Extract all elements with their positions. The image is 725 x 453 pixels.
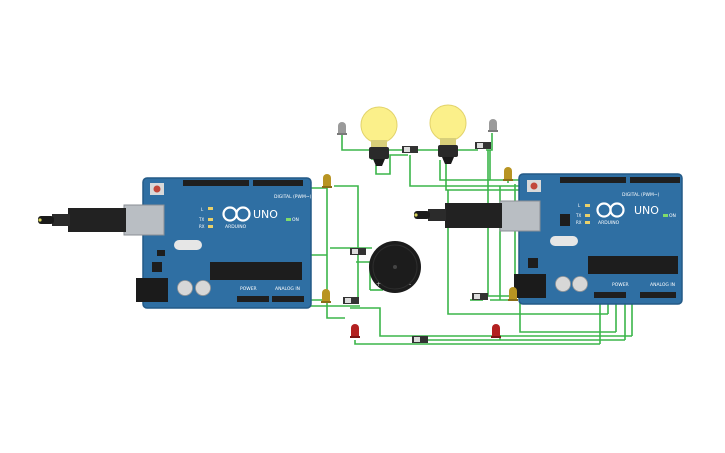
usb-socket[interactable]	[499, 200, 541, 232]
digital-label: DIGITAL (PWM~)	[274, 194, 312, 200]
board-name: UNO	[253, 208, 278, 221]
power-label: POWER	[612, 282, 629, 288]
slide-switch-icon[interactable]	[412, 336, 428, 343]
crystal	[174, 240, 202, 250]
power-jack[interactable]	[136, 278, 168, 302]
wire[interactable]	[409, 155, 540, 187]
power-header[interactable]	[594, 292, 626, 298]
analog-header[interactable]	[272, 296, 304, 302]
brand-label: ARDUINO	[598, 220, 620, 226]
crystal	[550, 236, 578, 246]
power-jack[interactable]	[514, 274, 546, 298]
led-icon[interactable]	[491, 324, 501, 338]
wire[interactable]	[447, 190, 608, 315]
led-icon[interactable]	[321, 289, 331, 303]
slide-switch-icon[interactable]	[475, 142, 491, 149]
digital-header[interactable]	[253, 180, 303, 186]
wire[interactable]	[354, 340, 600, 345]
analog-header[interactable]	[640, 292, 676, 298]
light-bulb-icon[interactable]	[429, 104, 467, 164]
ic-chip	[152, 262, 162, 272]
usb-plug-icon[interactable]	[38, 208, 126, 232]
l-label: L	[578, 203, 581, 208]
wire[interactable]	[519, 296, 616, 333]
capacitor	[555, 276, 571, 292]
wire[interactable]	[341, 133, 372, 151]
led-icon[interactable]	[488, 119, 498, 132]
slide-switch-icon[interactable]	[343, 297, 359, 304]
wire[interactable]	[350, 307, 632, 337]
digital-header[interactable]	[183, 180, 249, 186]
wire[interactable]	[326, 300, 345, 319]
slide-switch-icon[interactable]	[350, 248, 366, 255]
capacitor	[195, 280, 211, 296]
rx-label: RX	[199, 224, 205, 229]
usb-plug-icon[interactable]	[414, 203, 502, 228]
usb-socket[interactable]	[123, 204, 165, 236]
ic-chip	[528, 258, 538, 268]
atmega-chip	[210, 262, 302, 280]
buzzer-plus-label: +	[376, 281, 381, 288]
digital-label: DIGITAL (PWM~)	[622, 192, 660, 198]
right-arduino-board[interactable]: DIGITAL (PWM~) UNO ARDUINO L TX RX ON PO…	[499, 173, 683, 305]
power-label: POWER	[240, 286, 257, 292]
capacitor	[572, 276, 588, 292]
led-icon[interactable]	[503, 167, 513, 181]
arduino-infinity-logo	[596, 202, 625, 218]
led-icon[interactable]	[508, 287, 518, 301]
atmega-chip	[588, 256, 678, 274]
brand-label: ARDUINO	[225, 224, 247, 230]
piezo-buzzer-icon[interactable]: + -	[369, 241, 421, 293]
arduino-infinity-logo	[222, 206, 251, 222]
buzzer-minus-label: -	[409, 281, 411, 288]
power-header[interactable]	[237, 296, 269, 302]
light-bulb-icon[interactable]	[360, 106, 398, 166]
led-icon[interactable]	[337, 122, 347, 135]
rx-label: RX	[576, 220, 582, 225]
on-label: ON	[292, 217, 299, 223]
tx-label: TX	[575, 213, 581, 218]
analog-label: ANALOG IN	[275, 286, 300, 292]
slide-switch-icon[interactable]	[402, 146, 418, 153]
digital-header[interactable]	[630, 177, 680, 183]
wire[interactable]	[334, 185, 359, 300]
led-icon[interactable]	[350, 324, 360, 338]
left-arduino-board[interactable]: DIGITAL (PWM~) UNO ARDUINO L TX RX ON PO…	[123, 177, 312, 309]
analog-label: ANALOG IN	[650, 282, 675, 288]
slide-switch-icon[interactable]	[472, 293, 488, 300]
led-icon[interactable]	[322, 174, 332, 188]
on-label: ON	[669, 213, 676, 219]
board-name: UNO	[634, 204, 659, 217]
wire[interactable]	[439, 160, 490, 181]
capacitor	[177, 280, 193, 296]
l-label: L	[201, 207, 204, 212]
tx-label: TX	[198, 217, 204, 222]
digital-header[interactable]	[560, 177, 626, 183]
wire[interactable]	[375, 154, 408, 175]
